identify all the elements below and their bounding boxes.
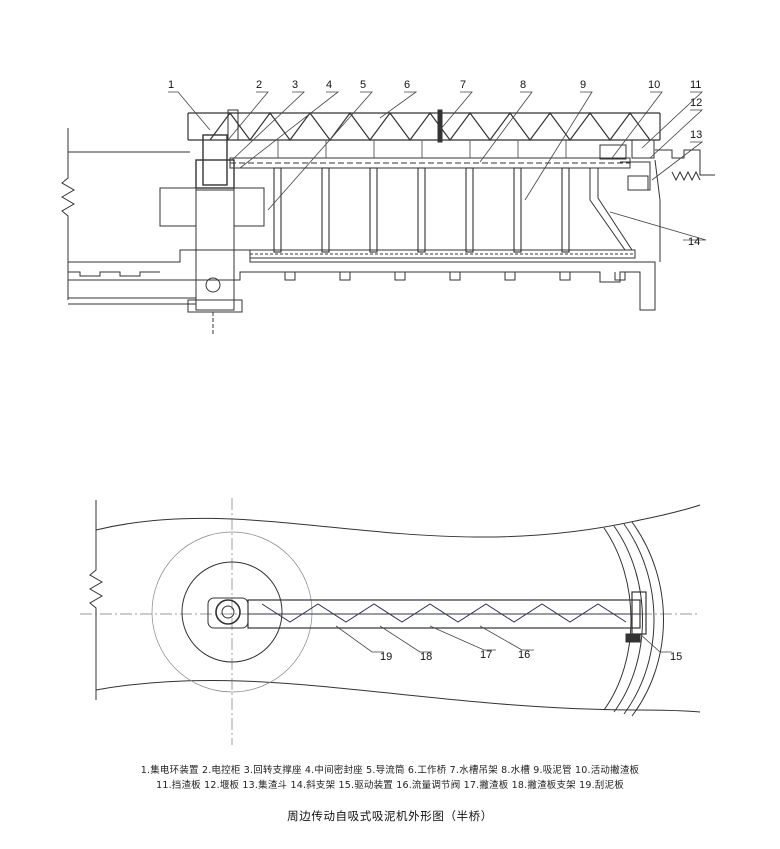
floor-steps	[68, 271, 160, 277]
callout-19: 19	[380, 651, 392, 663]
working-bridge-truss	[187, 111, 661, 142]
basin-floor	[68, 249, 656, 311]
drive-unit	[631, 139, 655, 159]
center-pipe	[205, 277, 221, 293]
callout-5: 5	[360, 79, 366, 91]
central-column	[195, 189, 235, 311]
basin-outline-top	[95, 504, 701, 538]
figure-caption: 周边传动自吸式吸泥机外形图（半桥）	[287, 809, 493, 823]
callout-13: 13	[690, 129, 702, 141]
basin-wall-right	[655, 149, 715, 176]
callout-9: 9	[580, 79, 586, 91]
callout-10: 10	[648, 79, 660, 91]
callout-1: 1	[168, 79, 174, 91]
floor-pockets	[284, 272, 626, 281]
plan-view	[80, 498, 701, 745]
center-well	[181, 561, 283, 663]
callout-3: 3	[292, 79, 298, 91]
elevation-view	[61, 91, 715, 336]
elevation-leaders	[168, 91, 707, 241]
plan-leaders	[335, 625, 672, 653]
outer-rim-1	[603, 527, 632, 711]
diagonal-support	[589, 168, 626, 251]
callout-2: 2	[256, 79, 262, 91]
trough-hangers	[277, 140, 567, 158]
callout-8: 8	[520, 79, 526, 91]
callout-14: 14	[688, 236, 700, 248]
callout-4: 4	[326, 79, 332, 91]
plan-scrapers	[261, 603, 627, 623]
legend-line-2: 11.挡渣板 12.堰板 13.集渣斗 14.斜支架 15.驱动装置 16.流量…	[156, 780, 624, 791]
callout-11: 11	[690, 79, 701, 91]
callout-17: 17	[480, 649, 492, 661]
callout-12: 12	[690, 97, 702, 109]
elevation-callouts: 1 2 3 4 5 6 7 8 9 10 11 12 13 14	[168, 79, 702, 248]
plan-callouts: 19 18 17 16 15	[380, 649, 682, 663]
callout-7: 7	[460, 79, 466, 91]
legend-line-1: 1.集电环装置 2.电控柜 3.回转支撑座 4.中间密封座 5.导流筒 6.工作…	[140, 765, 640, 776]
break-symbol	[61, 128, 75, 300]
callout-18: 18	[420, 651, 432, 663]
callout-16: 16	[518, 649, 530, 661]
plan-break-symbol	[89, 500, 103, 700]
callout-6: 6	[404, 79, 410, 91]
center-column-plan	[215, 599, 241, 625]
suction-pipes	[273, 167, 570, 253]
callout-15: 15	[670, 651, 682, 663]
basin-outline-bottom	[95, 679, 701, 713]
